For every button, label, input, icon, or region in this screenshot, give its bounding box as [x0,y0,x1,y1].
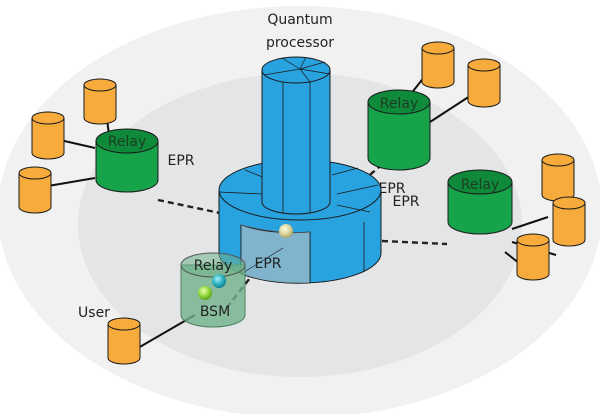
relay-cluster-right: Relay EPR [392,153,586,281]
qubit-sphere [198,286,212,300]
relay-cluster-left: Relay EPR [18,78,195,214]
epr-link-right [381,239,448,246]
quantum-processor [218,56,382,284]
user-node [516,233,550,281]
qubit-sphere [279,224,293,238]
user-node [31,111,65,160]
relay-node-left: Relay [95,128,159,193]
user-label: User [78,305,110,321]
bsm-relay-label: Relay [194,258,232,274]
processor-label-line2: processor [266,35,334,51]
user-node [552,196,586,247]
relay-cluster-top-right: Relay EPR [367,41,501,197]
user-node [541,153,575,202]
epr-label: EPR [254,256,281,272]
user-node [467,58,501,108]
relay-label: Relay [108,134,146,150]
bsm-relay-node: Relay BSM [137,252,246,349]
processor-label-line1: Quantum [267,12,332,28]
user-node [18,166,52,214]
user-node [83,78,117,125]
relay-label: Relay [380,96,418,112]
epr-label: EPR [378,181,405,197]
relay-node-top-right: Relay [367,89,431,171]
qubit-sphere [212,274,226,288]
epr-label: EPR [167,153,194,169]
relay-label: Relay [461,177,499,193]
relay-node-right: Relay [447,169,513,235]
epr-link-left [157,198,221,215]
user-node-main [107,317,141,365]
bsm-label: BSM [200,304,230,320]
user-node [421,41,455,89]
epr-label: EPR [392,194,419,210]
